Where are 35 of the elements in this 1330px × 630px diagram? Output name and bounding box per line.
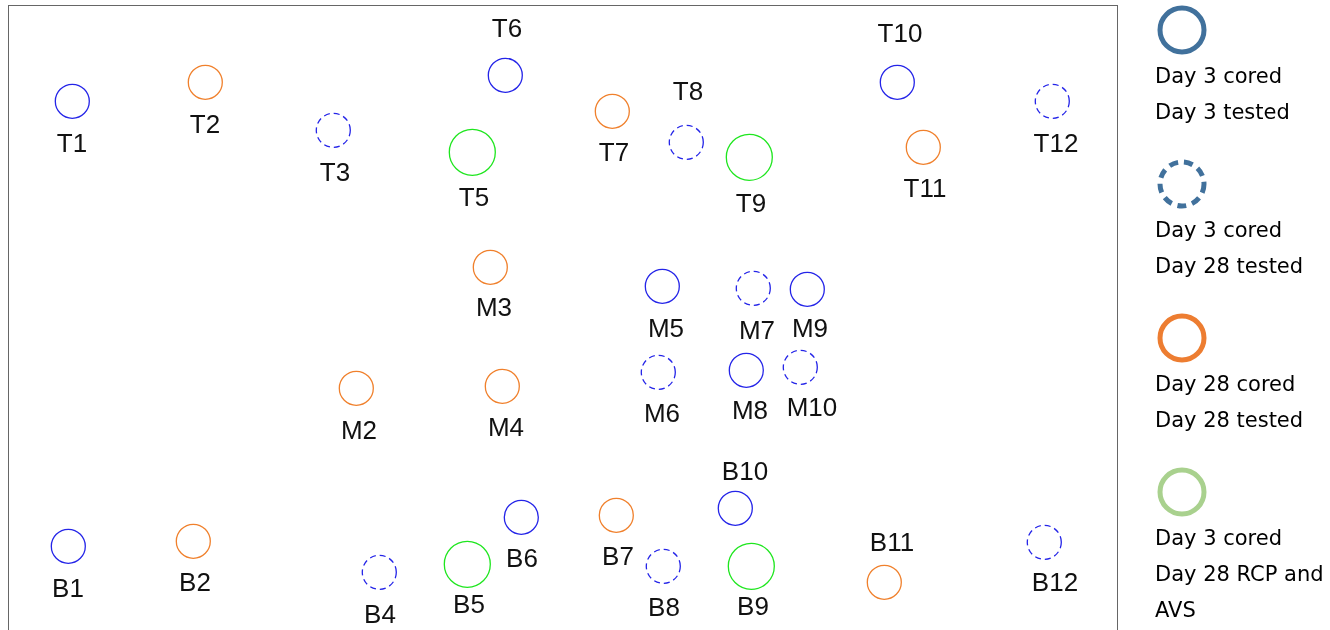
- legend-text: Day 28 cored Day 28 tested: [1155, 371, 1305, 434]
- legend-text: Day 3 cored Day 3 tested: [1155, 63, 1291, 126]
- core-label: M6: [643, 400, 681, 426]
- core-label: B4: [364, 601, 396, 627]
- core-label: B8: [648, 594, 680, 620]
- core-label: M7: [738, 317, 776, 343]
- core-label: B2: [179, 569, 211, 595]
- core-label: T2: [189, 111, 221, 137]
- core-label: T8: [672, 78, 704, 104]
- core-label: T10: [877, 20, 923, 46]
- core-label: T12: [1033, 130, 1079, 156]
- core-label: T6: [491, 15, 523, 41]
- core-label: T11: [903, 175, 947, 201]
- core-label: M10: [786, 394, 838, 420]
- core-label: B7: [602, 543, 634, 569]
- core-label: T9: [735, 190, 767, 216]
- core-label: B9: [737, 593, 769, 619]
- core-label: M4: [487, 414, 525, 440]
- core-label: M9: [791, 315, 829, 341]
- legend-text: Day 3 cored Day 28 RCP and AVS: [1155, 525, 1325, 624]
- core-label: M3: [475, 294, 513, 320]
- core-label: B1: [52, 575, 84, 601]
- core-label: M2: [340, 417, 378, 443]
- core-label: T1: [56, 130, 88, 156]
- core-label: T5: [458, 184, 490, 210]
- core-label: M8: [731, 397, 769, 423]
- core-label: B6: [506, 545, 538, 571]
- core-label: B11: [869, 529, 915, 555]
- core-label: B5: [453, 591, 485, 617]
- core-label: M5: [647, 315, 685, 341]
- core-label: B12: [1031, 569, 1079, 595]
- core-label: B10: [721, 458, 769, 484]
- core-label: T7: [598, 139, 630, 165]
- legend-text: Day 3 cored Day 28 tested: [1155, 217, 1305, 280]
- core-label: T3: [319, 159, 351, 185]
